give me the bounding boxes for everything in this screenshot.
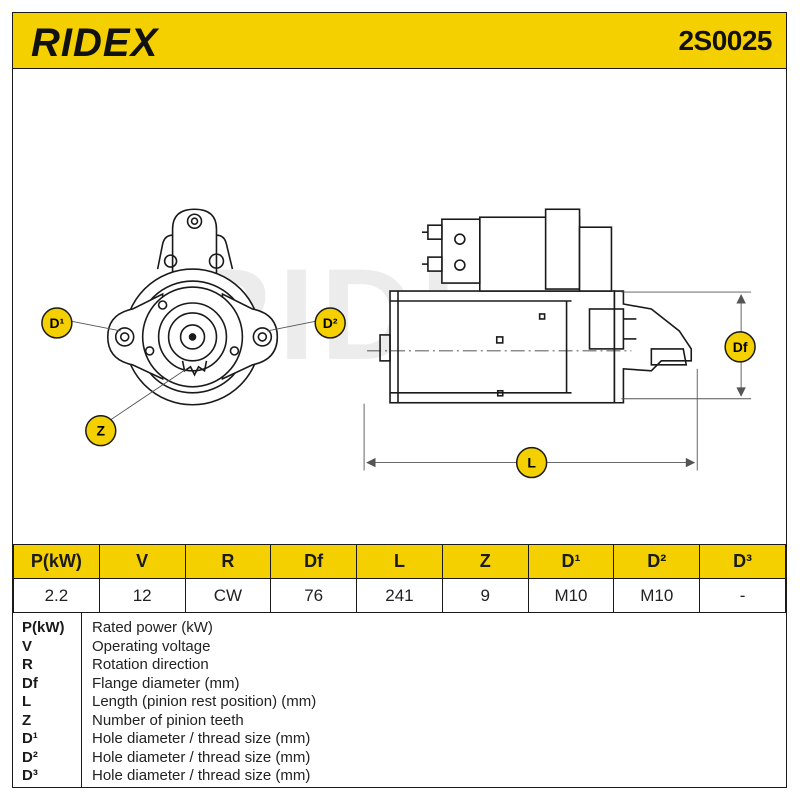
legend-desc: Hole diameter / thread size (mm) [92, 767, 311, 784]
spec-value: 76 [270, 578, 358, 613]
legend-item: D² Hole diameter / thread size (mm) [13, 749, 786, 768]
svg-text:L: L [527, 455, 536, 471]
ridex-logo: RIDEX [31, 21, 160, 63]
legend-item: Z Number of pinion teeth [13, 712, 786, 731]
legend-desc: Number of pinion teeth [92, 711, 244, 729]
legend-desc: Operating voltage [92, 637, 211, 655]
legend-desc: Hole diameter / thread size (mm) [92, 748, 311, 766]
spec-value: M10 [613, 578, 701, 613]
callout-z: Z [85, 414, 117, 447]
legend-key: L [22, 693, 32, 710]
legend-item: V Operating voltage [13, 638, 786, 657]
spec-header: V [98, 544, 186, 579]
callout-df: Df [724, 331, 756, 363]
side-view [379, 208, 693, 404]
spec-value: M10 [527, 578, 615, 613]
d1-leader [69, 320, 121, 332]
spec-header: D¹ [527, 544, 615, 579]
svg-text:D²: D² [323, 315, 338, 331]
specs-value-row: 2.2 12 CW 76 241 9 M10 M10 - [13, 578, 786, 613]
spec-value: - [699, 578, 786, 613]
spec-header: R [184, 544, 272, 579]
svg-text:Z: Z [97, 423, 106, 439]
spec-header: Df [270, 544, 358, 579]
specs-table: P(kW) V R Df L Z D¹ D² D³ 2.2 12 CW 76 2… [13, 544, 786, 613]
callout-d1: D¹ [41, 307, 73, 339]
legend-desc: Rotation direction [92, 656, 209, 673]
legend-key: D² [22, 748, 38, 766]
legend-key: D¹ [22, 730, 38, 747]
spec-value: 241 [356, 578, 443, 613]
spec-header: L [356, 544, 443, 579]
legend-key: R [22, 656, 33, 673]
legend-key: Df [22, 674, 38, 692]
legend-desc: Hole diameter / thread size (mm) [92, 730, 311, 747]
spec-value: CW [184, 578, 272, 613]
svg-text:RIDEX: RIDEX [31, 21, 160, 63]
legend-item: D¹ Hole diameter / thread size (mm) [13, 730, 786, 749]
header-bar: RIDEX 2S0025 [13, 13, 786, 69]
svg-text:D¹: D¹ [50, 315, 65, 331]
spec-header: Z [441, 544, 529, 579]
d2-leader [267, 320, 318, 332]
specs-header-row: P(kW) V R Df L Z D¹ D² D³ [13, 544, 786, 579]
product-sheet: RIDEX 2S0025 RIDEX [12, 12, 787, 788]
legend-key: Z [22, 711, 32, 729]
spec-header: D³ [699, 544, 786, 579]
legend-desc: Length (pinion rest position) (mm) [92, 693, 317, 710]
spec-header: D² [613, 544, 701, 579]
spec-header: P(kW) [13, 544, 100, 579]
technical-drawing: RIDEX [41, 208, 756, 479]
front-view [106, 208, 279, 406]
legend-item: Df Flange diameter (mm) [13, 675, 786, 694]
spec-value: 12 [98, 578, 186, 613]
z-leader [104, 368, 187, 425]
legend-item: L Length (pinion rest position) (mm) [13, 693, 786, 712]
callout-d2: D² [314, 307, 346, 339]
legend-desc: Flange diameter (mm) [92, 674, 240, 692]
legend-divider [81, 613, 82, 788]
legend-key: V [22, 637, 33, 655]
callout-l: L [515, 446, 548, 479]
svg-text:Df: Df [733, 339, 748, 355]
legend: P(kW) Rated power (kW) V Operating volta… [13, 612, 786, 788]
spec-value: 2.2 [13, 578, 100, 613]
legend-desc: Rated power (kW) [92, 619, 213, 636]
legend-key: P(kW) [22, 619, 65, 636]
legend-item: D³ Hole diameter / thread size (mm) [13, 767, 786, 786]
legend-key: D³ [22, 767, 38, 784]
part-number: 2S0025 [678, 25, 772, 56]
legend-item: P(kW) Rated power (kW) [13, 619, 786, 638]
legend-item: R Rotation direction [13, 656, 786, 675]
df-dimension [621, 291, 752, 400]
spec-value: 9 [441, 578, 529, 613]
